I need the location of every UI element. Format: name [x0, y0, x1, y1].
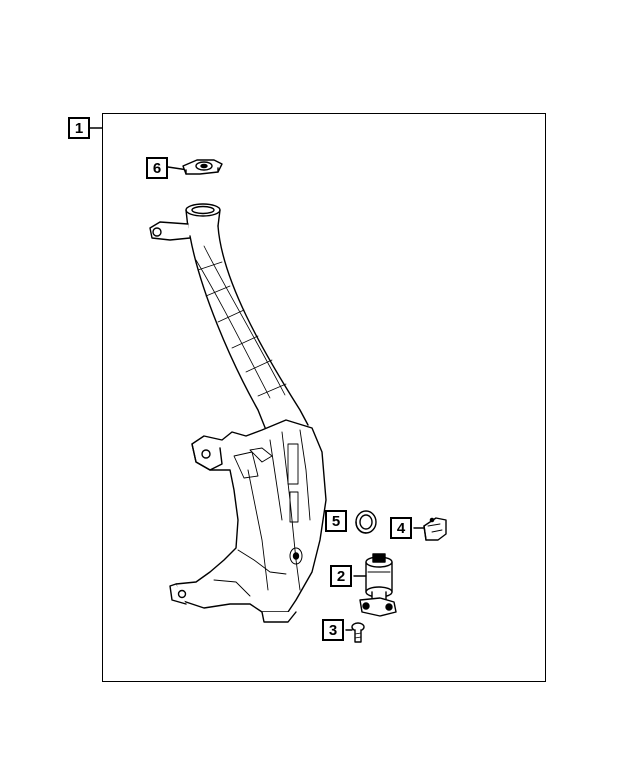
- callout-4[interactable]: 4: [390, 517, 412, 539]
- cap-part: [182, 159, 223, 175]
- washer-pump-part: [353, 553, 397, 617]
- callout-5[interactable]: 5: [325, 510, 347, 532]
- washer-reservoir: [149, 203, 327, 623]
- callout-1[interactable]: 1: [68, 117, 90, 139]
- clip-part: [413, 517, 447, 541]
- screw-part: [345, 622, 365, 643]
- assembly-frame: [102, 113, 546, 682]
- grommet-part: [355, 510, 377, 534]
- callout-2[interactable]: 2: [330, 565, 352, 587]
- callout-3[interactable]: 3: [322, 619, 344, 641]
- callout-6[interactable]: 6: [146, 157, 168, 179]
